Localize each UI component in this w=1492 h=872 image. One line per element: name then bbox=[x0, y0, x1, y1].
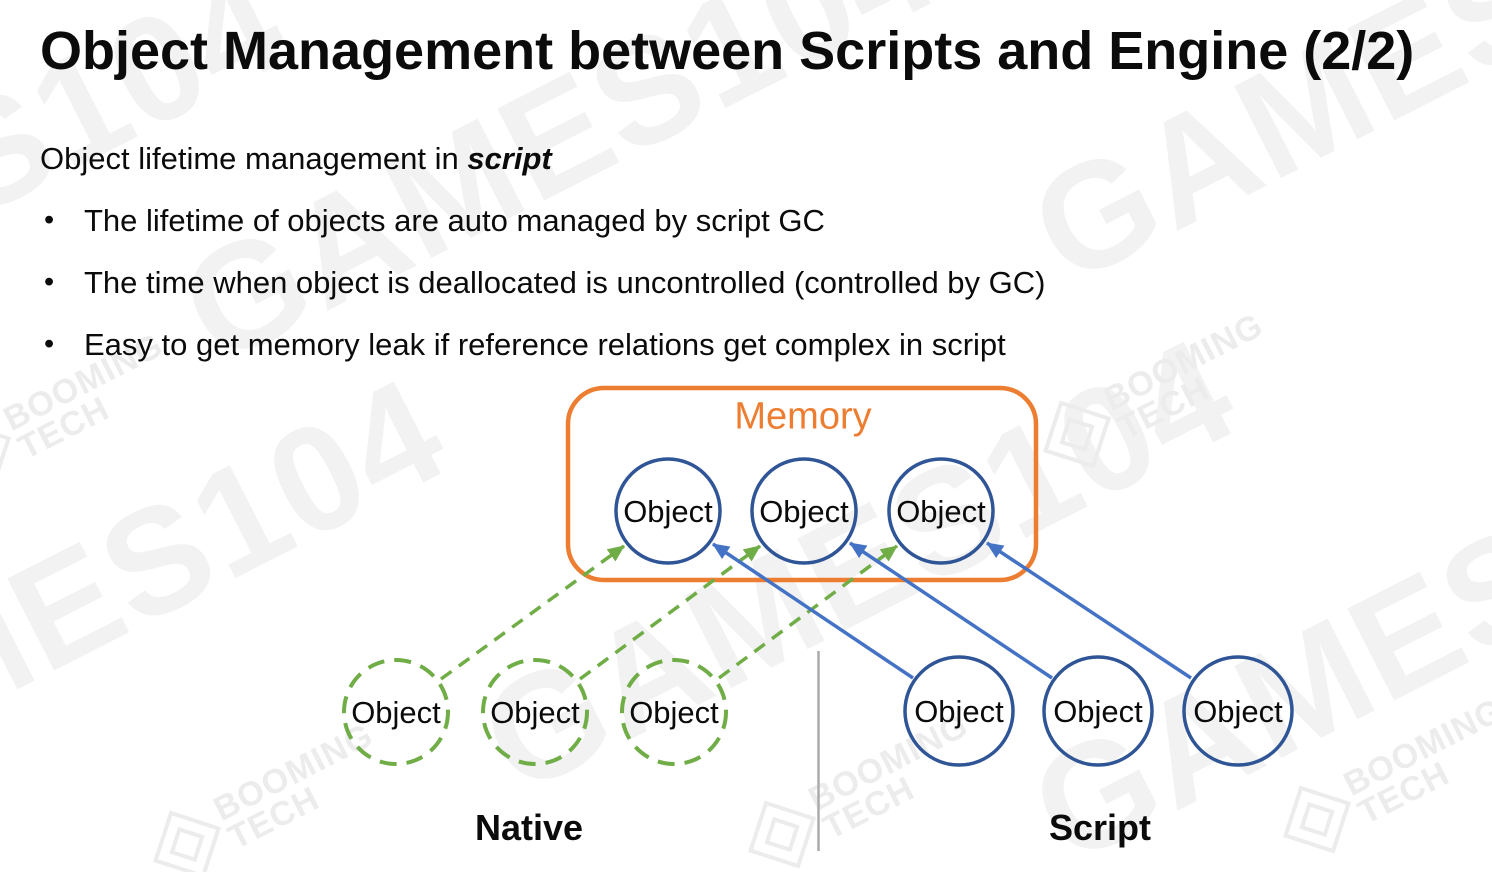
bullet-text: The lifetime of objects are auto managed… bbox=[84, 203, 825, 238]
bullet-text: The time when object is deallocated is u… bbox=[84, 265, 1046, 300]
script-object-label-1: Object bbox=[914, 694, 1004, 729]
native-object-label-2: Object bbox=[490, 695, 580, 730]
memory-object-label-1: Object bbox=[623, 494, 713, 529]
bullet-item: • Easy to get memory leak if reference r… bbox=[40, 327, 1045, 362]
bullet-marker: • bbox=[44, 266, 55, 298]
bullet-marker: • bbox=[44, 328, 55, 360]
native-object-label-3: Object bbox=[629, 695, 719, 730]
memory-object-circle-2 bbox=[750, 457, 858, 565]
script-object-label-2: Object bbox=[1053, 694, 1143, 729]
native-object-circle-3 bbox=[620, 658, 728, 766]
memory-object-circle-1 bbox=[614, 457, 722, 565]
bullet-marker: • bbox=[44, 204, 55, 236]
script-ref-arrow-2 bbox=[849, 541, 1053, 680]
subtitle-emphasis: script bbox=[467, 141, 552, 176]
memory-object-label-2: Object bbox=[759, 494, 849, 529]
native-ref-arrow-3 bbox=[717, 544, 899, 680]
native-object-circle-2 bbox=[481, 658, 589, 766]
memory-box-label: Memory bbox=[734, 395, 872, 438]
subtitle: Object lifetime management in script bbox=[40, 141, 552, 177]
native-ref-arrow-2 bbox=[578, 544, 762, 681]
memory-box bbox=[565, 385, 1039, 583]
bullet-text: Easy to get memory leak if reference rel… bbox=[84, 327, 1006, 362]
bullet-item: • The lifetime of objects are auto manag… bbox=[40, 203, 1045, 238]
native-group-label: Native bbox=[474, 807, 584, 848]
memory-object-circle-3 bbox=[887, 457, 995, 565]
native-ref-arrow-1 bbox=[439, 544, 626, 681]
script-group-label: Script bbox=[1048, 807, 1152, 848]
native-object-circle-1 bbox=[342, 658, 450, 766]
subtitle-text: Object lifetime management in bbox=[40, 141, 468, 176]
page-title: Object Management between Scripts and En… bbox=[40, 21, 1415, 81]
bullet-list: • The lifetime of objects are auto manag… bbox=[40, 205, 1045, 391]
bullet-item: • The time when object is deallocated is… bbox=[40, 265, 1046, 300]
script-object-circle-2 bbox=[1042, 655, 1154, 767]
script-object-circle-3 bbox=[1182, 655, 1294, 767]
memory-object-label-3: Object bbox=[896, 494, 986, 529]
script-object-circle-1 bbox=[903, 655, 1015, 767]
native-object-label-1: Object bbox=[351, 695, 441, 730]
script-object-label-3: Object bbox=[1193, 694, 1283, 729]
script-ref-arrow-1 bbox=[712, 542, 914, 680]
script-ref-arrow-3 bbox=[986, 541, 1192, 680]
